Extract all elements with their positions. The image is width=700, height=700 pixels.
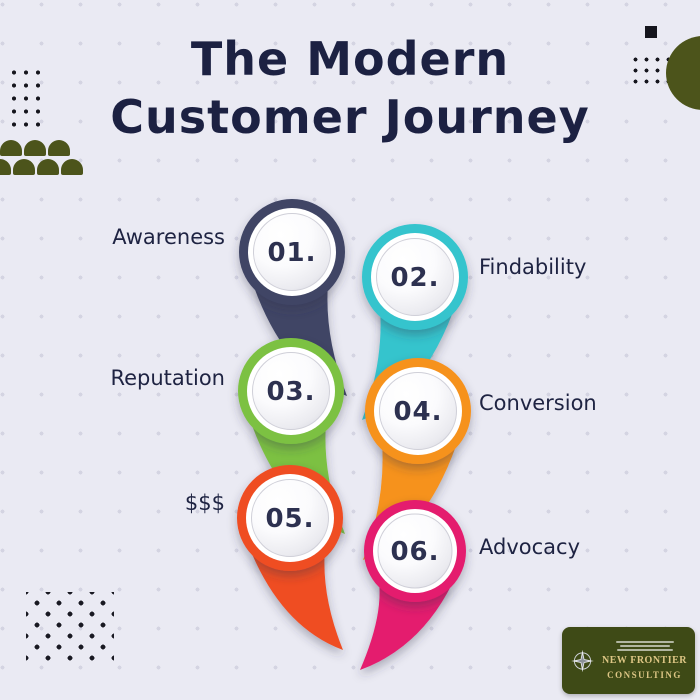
- stage-05-tail: [252, 548, 343, 650]
- scallop-shape: [13, 159, 35, 175]
- stage-label-advocacy: Advocacy: [479, 535, 580, 559]
- dot-grid-top-left-decoration: [8, 66, 42, 132]
- stage-label-awareness: Awareness: [112, 225, 225, 249]
- scallop-shape: [48, 140, 70, 156]
- logo-text-block: NEW FRONTIER CONSULTING: [602, 640, 687, 681]
- square-decoration-top-right: [645, 26, 657, 38]
- logo-name-line-1: NEW FRONTIER: [602, 654, 687, 666]
- stage-03-inner-disc: [252, 352, 330, 430]
- stage-06-inner-disc: [377, 513, 453, 589]
- stage-06-balloon: 06.: [364, 500, 466, 602]
- stage-06-tail: [360, 582, 452, 670]
- scallop-shape: [0, 140, 22, 156]
- stage-02-number: 02.: [390, 263, 439, 293]
- scallop-shape: [24, 140, 46, 156]
- stage-04-inner-disc: [379, 372, 457, 450]
- stage-04-balloon: 04.: [365, 358, 471, 464]
- stage-05-inner-disc: [251, 479, 329, 557]
- stage-02-inner-disc: [376, 238, 454, 316]
- stage-01-number: 01.: [267, 238, 316, 268]
- logo-tagline-bar: [616, 648, 673, 651]
- stage-03-balloon: 03.: [238, 338, 344, 444]
- stage-02-balloon: 02.: [362, 224, 468, 330]
- compass-icon: [571, 649, 594, 672]
- stage-01-balloon: 01.: [239, 199, 345, 305]
- stage-05-balloon: 05.: [237, 465, 343, 571]
- scallop-shape: [0, 159, 11, 175]
- scallop-decoration: [0, 140, 83, 178]
- stage-01-inner-disc: [253, 213, 331, 291]
- stage-04-number: 04.: [393, 397, 442, 427]
- stage-label-reputation: Reputation: [110, 366, 225, 390]
- title-line-1: The Modern: [190, 32, 510, 86]
- scallop-shape: [61, 159, 83, 175]
- stage-label-revenue: $$$: [184, 491, 225, 515]
- stage-03-number: 03.: [266, 377, 315, 407]
- stage-label-findability: Findability: [479, 255, 587, 279]
- logo-tagline-bar: [619, 644, 670, 647]
- brand-logo-card: NEW FRONTIER CONSULTING: [562, 627, 695, 694]
- logo-name-line-2: CONSULTING: [607, 669, 682, 680]
- scallop-shape: [37, 159, 59, 175]
- page-title: The Modern Customer Journey: [0, 30, 700, 146]
- logo-tagline-bar: [615, 640, 674, 643]
- stage-05-number: 05.: [265, 504, 314, 534]
- dot-grid-top-right-decoration: [630, 54, 672, 90]
- title-line-2: Customer Journey: [110, 90, 590, 144]
- stage-06-number: 06.: [390, 537, 439, 567]
- stage-label-conversion: Conversion: [479, 391, 597, 415]
- dot-grid-bottom-left-decoration: [26, 592, 114, 664]
